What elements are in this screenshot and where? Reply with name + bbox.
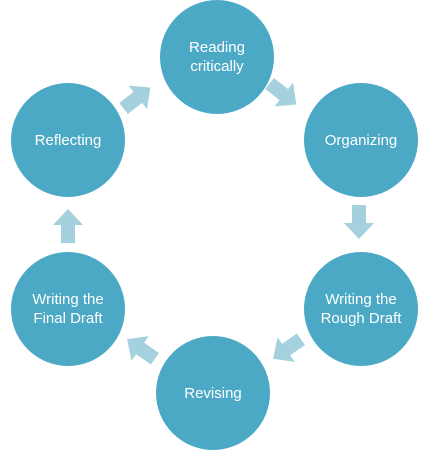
node-label: Reading critically (189, 39, 245, 75)
node-label: Organizing (324, 131, 398, 149)
arrow-reading-to-organizing-icon (265, 78, 297, 107)
node-organizing: Organizing (304, 83, 418, 197)
node-label: Reflecting (34, 131, 102, 149)
arrow-organizing-to-rough-draft-icon (344, 205, 374, 239)
arrow-final-draft-to-reflecting-icon (53, 209, 83, 243)
arrow-rough-draft-to-revising-icon (273, 333, 305, 362)
node-writing-the-final-draft: Writing the Final Draft (11, 252, 125, 366)
node-reflecting: Reflecting (11, 83, 125, 197)
arrow-revising-to-final-draft-icon (127, 336, 159, 365)
node-revising: Revising (156, 336, 270, 450)
node-label: Writing the Final Draft (32, 291, 104, 327)
node-writing-the-rough-draft: Writing the Rough Draft (304, 252, 418, 366)
arrow-reflecting-to-reading-icon (119, 85, 151, 114)
node-label: Revising (184, 384, 242, 402)
node-reading-critically: Reading critically (160, 0, 274, 114)
node-label: Writing the Rough Draft (320, 291, 402, 327)
